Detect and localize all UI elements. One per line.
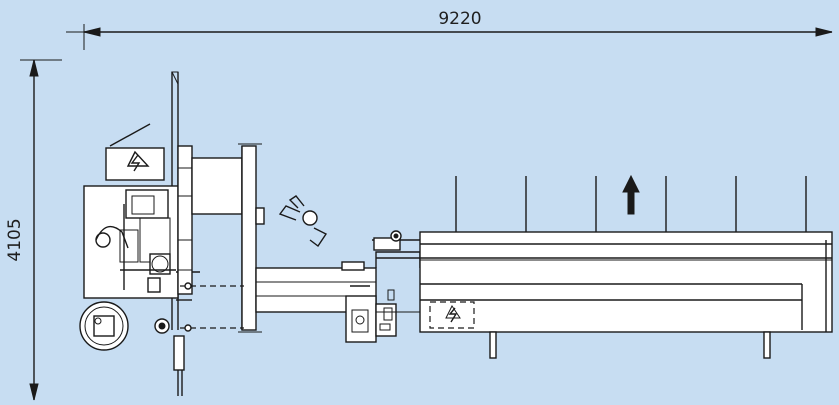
operator-figure-icon — [278, 195, 328, 248]
width-dimension-label: 9220 — [438, 9, 481, 29]
arrow-up-icon — [622, 174, 640, 215]
electrical-cabinet — [105, 123, 165, 181]
feed-conveyor — [255, 230, 421, 343]
reel-icon — [79, 301, 129, 351]
lightning-bolt-icon — [126, 150, 150, 172]
height-dimension-label: 4105 — [5, 218, 25, 261]
rake-lines — [455, 176, 807, 232]
panel-lightning-icon — [445, 305, 461, 323]
machine-head — [83, 71, 265, 396]
width-dimension: 9220 — [66, 9, 833, 50]
output-table — [376, 231, 833, 359]
height-dimension: 4105 — [5, 59, 62, 401]
